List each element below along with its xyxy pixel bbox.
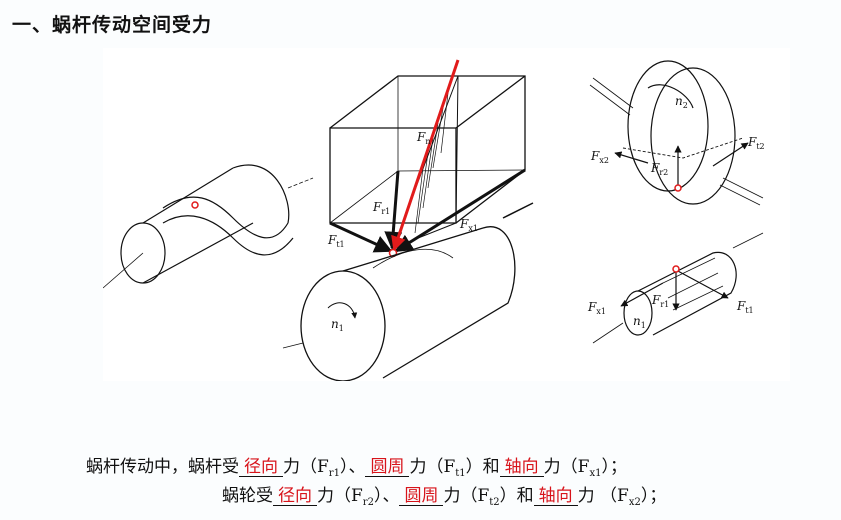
text-segment: 力（F [317,486,363,506]
label-fx2: Fx2 [590,149,609,165]
text-segment: ）、 [339,457,366,477]
text-segment: 力 （F [577,486,629,506]
label-fr2: Fr2 [650,161,668,177]
label-fn: Fn [416,130,430,146]
text-segment: ）； [640,486,667,506]
label-n2: n2 [675,94,688,110]
subscript: x2 [628,497,641,508]
answer-blank-radial: 径向 [273,487,317,506]
text-segment: ）、 [373,486,400,506]
sentence-prefix: 蜗杆传动中，蜗杆受 [86,457,239,477]
label-n1: n1 [331,317,344,333]
worm-small-sketch [592,232,764,344]
text-segment: 力（F [409,457,456,477]
worm-force-sentence: 蜗杆传动中，蜗杆受径向力（Fr1）、圆周力（Ft1）和轴向力（Fx1）； [86,452,627,479]
subscript: x1 [589,468,602,479]
contact-point-small [672,265,680,273]
subscript: t2 [489,497,500,508]
label-ft1-small: Ft1 [736,299,754,315]
subscript: r1 [328,468,340,479]
text-segment: ）和 [465,457,500,477]
worm-sketch-left [103,164,314,289]
worm-cylinder [282,202,534,381]
text-segment: ）和 [499,486,534,506]
force-box [329,75,526,249]
contact-point-left [191,201,199,209]
text-segment: 力（F [443,486,490,506]
fn-arrow [391,59,460,252]
contact-point-wheel [674,184,682,192]
label-fr1-small: Fr1 [651,293,669,309]
worm-gear-force-figure: Fn Fr1 Fx1 Ft1 n1 n2 Fx2 Ft2 Fr2 Fr1 Fx1… [103,48,790,381]
figure-drawing: Fn Fr1 Fx1 Ft1 n1 n2 Fx2 Ft2 Fr2 Fr1 Fx1… [103,59,765,381]
ft1-arrow [329,221,393,253]
answer-blank-axial: 轴向 [499,458,544,477]
answer-blank-axial: 轴向 [533,487,578,506]
subscript: r2 [362,497,374,508]
answer-blank-radial: 径向 [239,458,283,477]
sentence-prefix: 蜗轮受 [222,486,273,506]
label-ft2: Ft2 [747,135,765,151]
label-ft1: Ft1 [327,233,345,249]
text-segment: 力（F [283,457,329,477]
label-fx1-small: Fx1 [587,300,606,316]
subscript: t1 [455,468,466,479]
section-title: 一、蜗杆传动空间受力 [12,14,213,36]
answer-blank-circumferential: 圆周 [399,487,444,506]
wheel-force-sentence: 蜗轮受径向力（Fr2）、圆周力（Ft2）和轴向力 （Fx2）； [222,481,666,508]
label-fr1: Fr1 [372,200,390,216]
label-n1-small: n1 [633,314,646,330]
fx1-arrow [394,168,526,253]
answer-blank-circumferential: 圆周 [365,458,410,477]
worm-wheel-sketch [589,60,764,206]
text-segment: 力（F [543,457,590,477]
text-segment: ）； [601,457,627,477]
label-fx1: Fx1 [459,217,478,233]
